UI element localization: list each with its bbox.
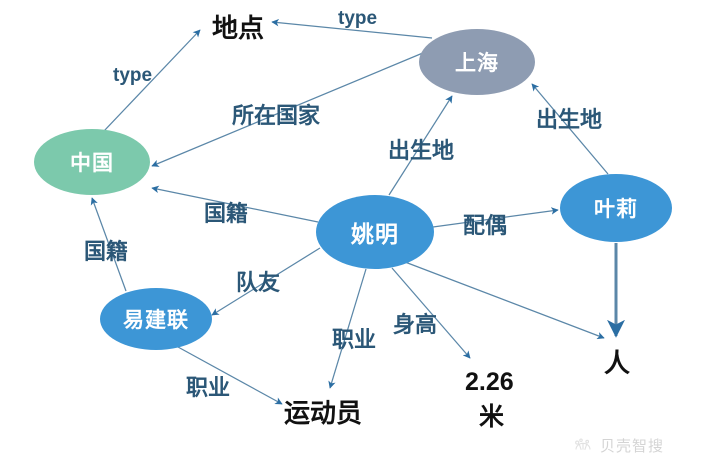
graph-edge — [90, 197, 127, 292]
graph-node-height_value[interactable]: 2.26 — [465, 368, 514, 396]
graph-node-shanghai[interactable]: 上海 — [419, 29, 535, 95]
graph-edge — [103, 29, 201, 132]
graph-edge — [177, 346, 283, 405]
graph-node-label: 上海 — [455, 52, 499, 75]
edge-label-yeli-birth-shanghai: 出生地 — [536, 107, 603, 132]
watermark: 贝壳智搜 — [572, 435, 664, 456]
edge-label-yaoming-height-value: 身高 — [393, 312, 438, 337]
edge-label-yijianlian-nation-china: 国籍 — [84, 239, 129, 264]
graph-node-label: 姚明 — [351, 221, 399, 247]
edge-label-yaoming-job-athlete: 职业 — [332, 327, 377, 352]
graph-node-yaoming[interactable]: 姚明 — [316, 195, 434, 269]
edge-label-shanghai-type-place: type — [338, 8, 378, 29]
graph-node-height_unit[interactable]: 米 — [479, 403, 505, 431]
graph-edge — [211, 247, 321, 316]
graph-node-athlete[interactable]: 运动员 — [284, 398, 363, 428]
graph-edge — [404, 261, 605, 340]
graph-edge — [531, 83, 609, 175]
edge-label-yaoming-teammate-yijianlian: 队友 — [236, 270, 281, 295]
graph-edge — [432, 207, 559, 228]
graph-node-yijianlian[interactable]: 易建联 — [100, 288, 212, 350]
edge-label-yaoming-birth-shanghai: 出生地 — [388, 138, 455, 163]
graph-node-label: 中国 — [70, 152, 114, 175]
graph-node-place[interactable]: 地点 — [212, 13, 265, 43]
graph-edge — [388, 95, 453, 196]
graph-node-yeli[interactable]: 叶莉 — [560, 174, 672, 242]
graph-edge — [328, 268, 367, 389]
shell-logo-icon — [575, 438, 591, 450]
graph-edge — [151, 185, 319, 223]
graph-node-label: 易建联 — [123, 309, 189, 332]
graph-node-person[interactable]: 人 — [604, 348, 631, 378]
edge-label-shanghai-country-china: 所在国家 — [232, 103, 321, 128]
graph-node-label: 叶莉 — [594, 198, 638, 221]
watermark-text: 贝壳智搜 — [600, 438, 665, 455]
edge-label-yaoming-nation-china: 国籍 — [204, 201, 249, 226]
edge-label-yaoming-spouse-yeli: 配偶 — [463, 213, 508, 238]
graph-edge — [271, 18, 433, 39]
graph-node-china[interactable]: 中国 — [34, 129, 150, 195]
edge-label-yijianlian-job-athlete: 职业 — [186, 375, 231, 400]
graph-edge — [391, 267, 471, 359]
graph-edge — [151, 49, 431, 167]
edge-label-china-type-place: type — [113, 65, 153, 86]
